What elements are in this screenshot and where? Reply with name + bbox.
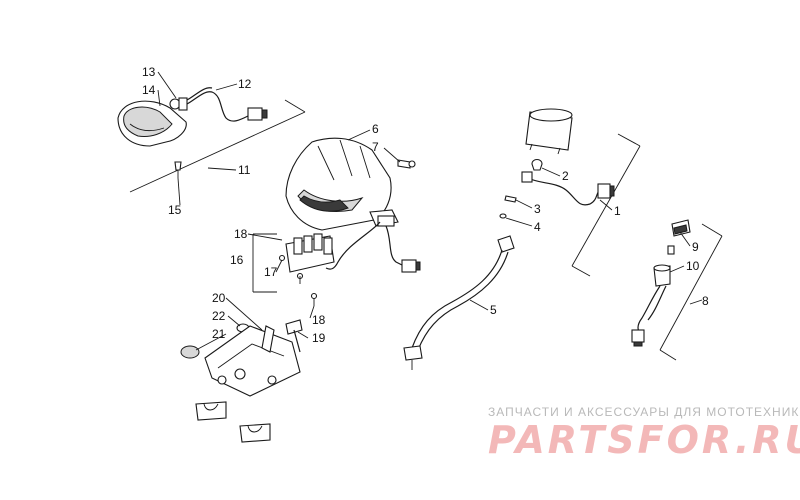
speedometer-cable <box>403 235 515 370</box>
callout-12: 12 <box>238 77 252 91</box>
callout-14: 14 <box>142 83 156 97</box>
callout-19: 19 <box>312 331 326 345</box>
leader-lines <box>157 71 703 351</box>
callout-15: 15 <box>168 203 182 217</box>
callout-5: 5 <box>490 303 497 317</box>
callout-3: 3 <box>534 202 541 216</box>
callout-8: 8 <box>702 294 709 308</box>
watermark-caption: ЗАПЧАСТИ И АКСЕССУАРЫ ДЛЯ МОТОТЕХНИКИ <box>488 405 800 419</box>
callout-10: 10 <box>686 259 700 273</box>
callout-22: 22 <box>212 309 226 323</box>
callout-4: 4 <box>534 220 541 234</box>
callout-13: 13 <box>142 65 156 79</box>
callout-18-switch: 18 <box>234 227 248 241</box>
callout-2: 2 <box>562 169 569 183</box>
speedometer-assembly <box>499 108 641 277</box>
headlight-assembly <box>117 87 306 193</box>
callout-6: 6 <box>372 122 379 136</box>
watermark-logo: PARTSFOR.RU <box>488 418 800 462</box>
callout-20: 20 <box>212 291 226 305</box>
callout-21: 21 <box>212 327 226 341</box>
callout-9: 9 <box>692 240 699 254</box>
callout-16: 16 <box>230 253 244 267</box>
callout-labels: 1 2 3 4 5 6 7 8 9 10 11 12 13 14 15 16 1… <box>142 65 709 345</box>
ignition-assembly <box>631 219 723 361</box>
mount-bracket-assembly <box>180 292 318 443</box>
callout-7: 7 <box>372 140 379 154</box>
visor-assembly <box>285 137 421 273</box>
callout-11: 11 <box>238 163 251 177</box>
callout-17: 17 <box>264 265 278 279</box>
callout-1: 1 <box>614 204 621 218</box>
switch-assembly <box>252 233 335 293</box>
callout-18-bracket: 18 <box>312 313 326 327</box>
